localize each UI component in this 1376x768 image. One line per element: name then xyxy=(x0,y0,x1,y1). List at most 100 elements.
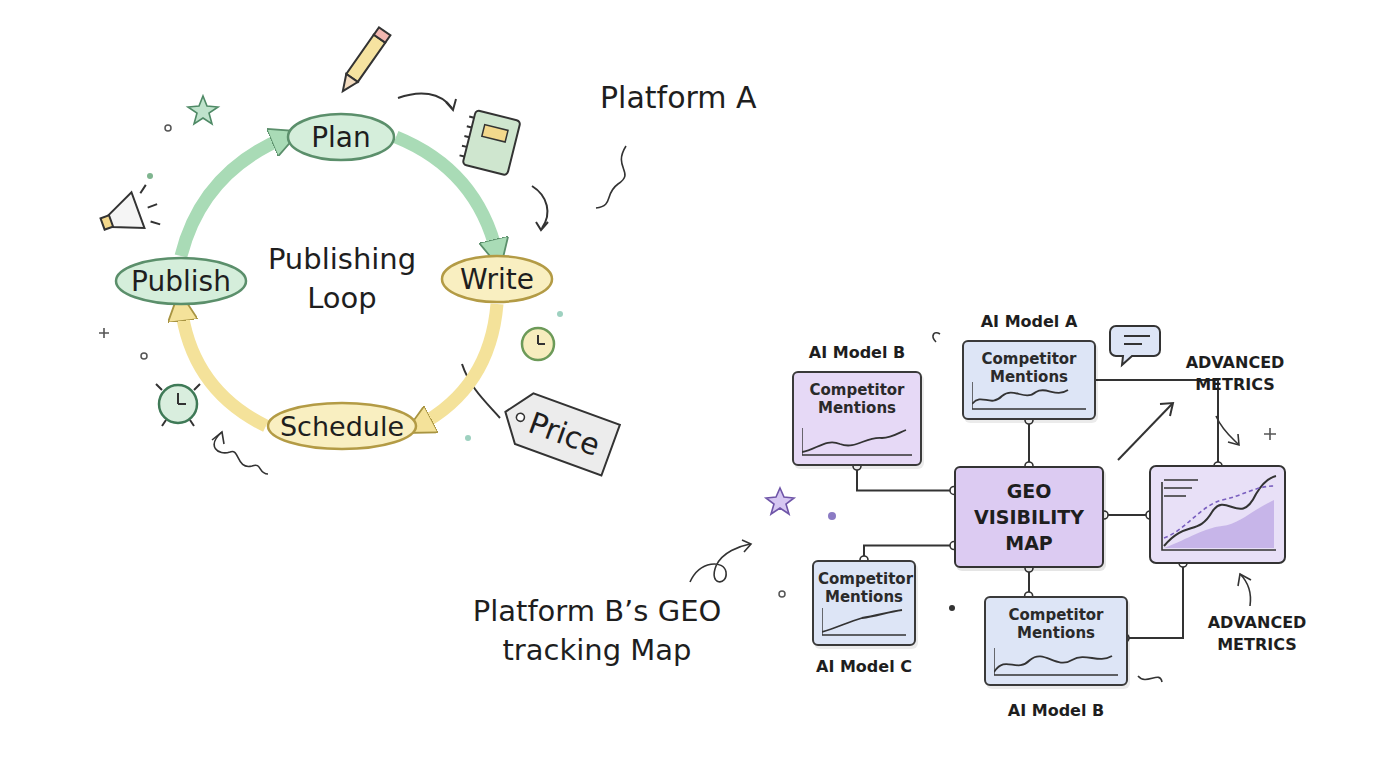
connector-line xyxy=(857,466,954,490)
dot xyxy=(949,605,955,611)
sparkline xyxy=(822,608,906,636)
connector-line xyxy=(1028,420,1030,466)
card-frame: Competitor Mentions xyxy=(962,340,1096,420)
pointer-arrow xyxy=(1118,404,1172,460)
pencil-tip xyxy=(337,74,358,95)
doodle-squiggle xyxy=(933,333,940,342)
loop-arrow xyxy=(181,306,266,426)
metrics-label: ADVANCED METRICS xyxy=(1168,352,1302,395)
spark-line xyxy=(802,430,906,452)
chart-axes xyxy=(1162,482,1276,550)
doodle-arrow xyxy=(398,93,452,108)
megaphone-handle xyxy=(101,215,114,229)
bubble-outline xyxy=(1110,326,1160,365)
pencil-body xyxy=(346,35,385,82)
doodle-arrowhead xyxy=(742,540,751,552)
doodle-arrowhead xyxy=(212,432,224,444)
ellipse-shape xyxy=(116,258,246,304)
spark-axes xyxy=(822,608,906,635)
chart-text-lines xyxy=(1164,480,1198,496)
platform-label: Platform A xyxy=(600,78,820,119)
sparkline xyxy=(994,648,1118,676)
clock-icon xyxy=(522,328,554,360)
dot xyxy=(779,591,785,597)
spark-axes xyxy=(972,382,1086,409)
loop-arrow xyxy=(418,304,497,426)
spark-line xyxy=(994,656,1112,672)
chart-area xyxy=(1164,500,1274,548)
pointer-arrowhead xyxy=(1228,434,1239,445)
spark-line xyxy=(972,390,1068,404)
connector-line xyxy=(864,546,954,560)
clock-face xyxy=(159,385,197,423)
model-name: AI Model B xyxy=(974,701,1138,720)
model-card: Competitor MentionsAI Model B xyxy=(984,596,1128,720)
dot xyxy=(828,512,836,520)
stage-ellipse: Plan xyxy=(286,112,396,162)
metrics-label: ADVANCED METRICS xyxy=(1190,612,1324,655)
chart-frame xyxy=(1150,466,1285,563)
sparkline xyxy=(972,382,1086,410)
model-card: Competitor MentionsAI Model C xyxy=(812,560,916,676)
link-line xyxy=(1125,563,1183,638)
pointer-arrowhead xyxy=(1238,574,1251,586)
text-wrap: Price xyxy=(494,384,623,478)
model-name: AI Model B xyxy=(782,343,932,362)
metrics-chart xyxy=(1150,466,1285,563)
card-title: Competitor Mentions xyxy=(968,350,1090,386)
text-wrap: Write xyxy=(440,254,554,304)
spark-axes xyxy=(994,648,1118,675)
doodle-squiggle xyxy=(596,146,626,208)
sparkline xyxy=(802,428,912,456)
star-icon xyxy=(766,488,794,514)
node-text: Write xyxy=(460,263,534,296)
platform-label: Platform B’s GEO tracking Map xyxy=(452,592,742,670)
sparkle xyxy=(1264,428,1276,440)
model-name: AI Model A xyxy=(952,312,1106,331)
dot xyxy=(141,353,147,359)
clock-face xyxy=(522,328,554,360)
card-title: Competitor Mentions xyxy=(990,606,1122,642)
clock-bells xyxy=(156,384,200,426)
doodle-squiggle xyxy=(1138,676,1162,682)
text-wrap: GEO VISIBILITY MAP xyxy=(956,468,1102,566)
stage-ellipse: Write xyxy=(440,254,554,304)
hub-box: GEO VISIBILITY MAP xyxy=(954,466,1104,568)
doodle-arrowhead xyxy=(446,99,456,110)
doodle-squiggle xyxy=(690,544,750,582)
node-text: Publish xyxy=(131,265,231,298)
hub-text: GEO VISIBILITY MAP xyxy=(964,478,1094,556)
bubble-lines xyxy=(1124,336,1150,344)
dot xyxy=(147,173,153,179)
spark-line xyxy=(822,610,902,632)
card-frame: Competitor Mentions xyxy=(984,596,1128,686)
model-card: Competitor MentionsAI Model A xyxy=(962,312,1096,420)
loop-arrow xyxy=(396,137,497,254)
ellipse-shape xyxy=(268,403,416,449)
card-frame: Competitor Mentions xyxy=(792,371,922,466)
sparkle xyxy=(99,328,109,338)
speech-bubble-icon xyxy=(1110,326,1160,365)
text-wrap: Publish xyxy=(114,256,248,306)
node-text: Price xyxy=(524,404,605,462)
stage-ellipse: Schedule xyxy=(266,401,418,451)
dot xyxy=(165,125,171,131)
clock-hands xyxy=(538,335,545,344)
spark-axes xyxy=(802,428,912,455)
link-line xyxy=(1104,514,1150,516)
star-icon xyxy=(188,96,218,124)
tag-hole xyxy=(515,412,525,422)
tag-shape xyxy=(496,386,620,475)
price-tag: Price xyxy=(494,384,623,478)
loop-arrow xyxy=(181,137,286,256)
model-name: AI Model C xyxy=(802,657,926,676)
notebook-label xyxy=(482,125,508,142)
text-wrap: Plan xyxy=(286,112,396,162)
model-card: Competitor MentionsAI Model B xyxy=(792,343,922,466)
card-frame: Competitor Mentions xyxy=(812,560,916,646)
doodle-arrow xyxy=(532,186,547,228)
node-text: Plan xyxy=(311,121,371,154)
stage-ellipse: Publish xyxy=(114,256,248,306)
ellipse-shape xyxy=(288,114,394,160)
ellipse-shape xyxy=(442,256,552,302)
